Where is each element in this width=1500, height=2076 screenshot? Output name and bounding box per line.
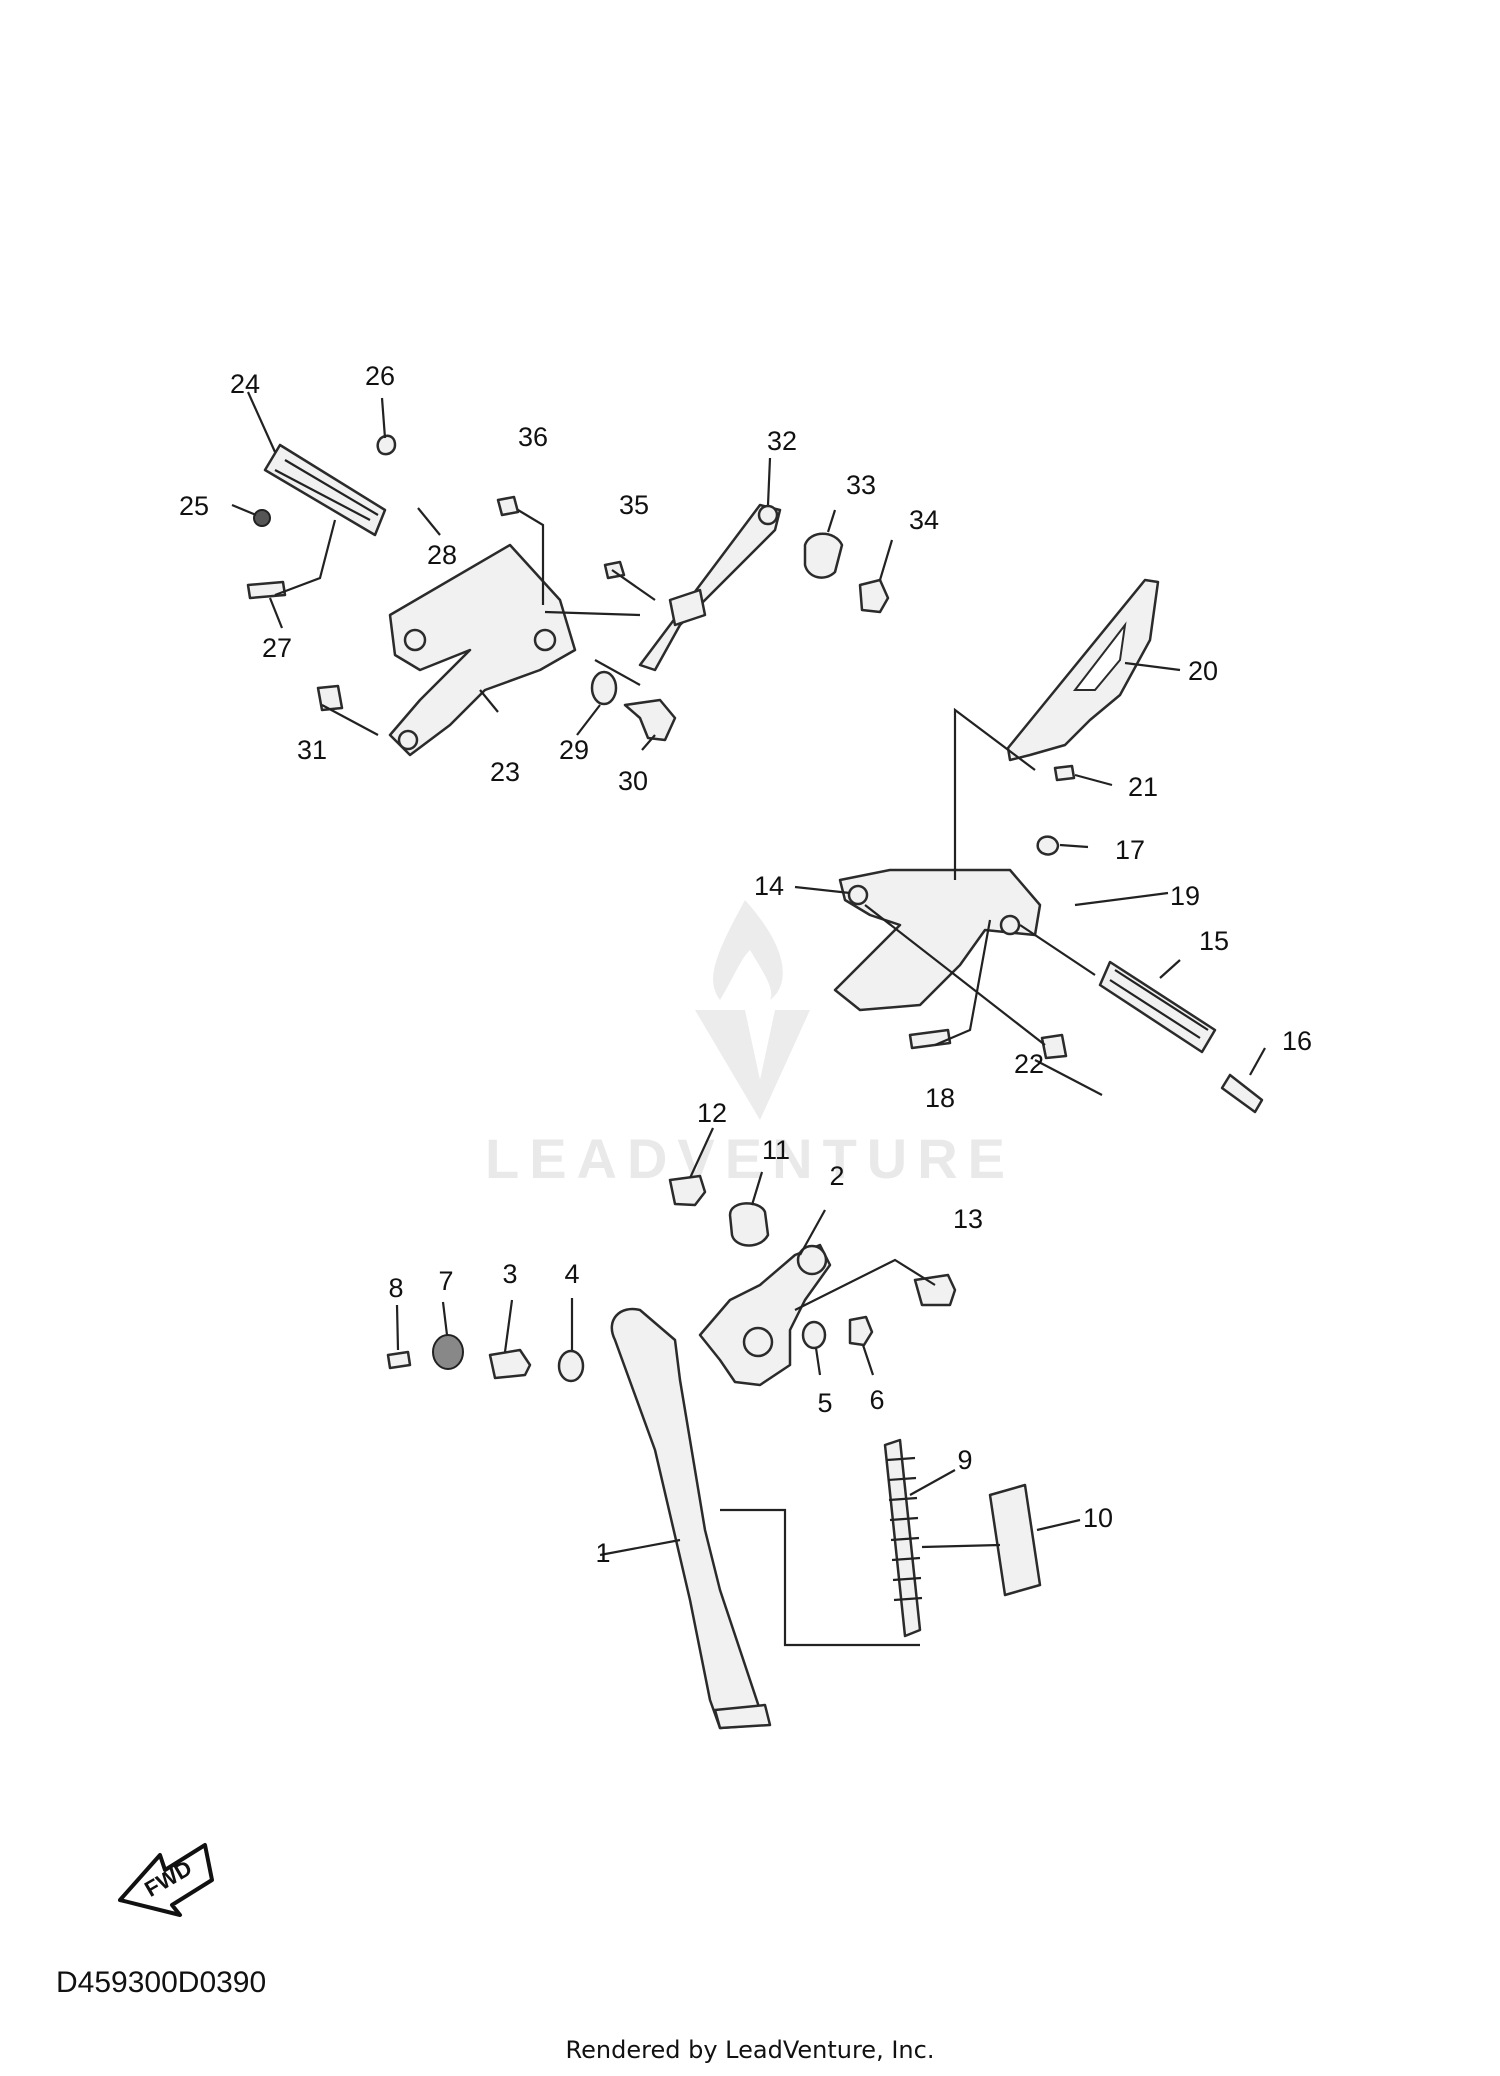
bolt-3 [488,1348,532,1380]
callout-36: 36 [518,422,548,452]
callout-2: 2 [829,1161,844,1191]
shift-rod-assembly [603,503,890,672]
footrest-bracket-14 [833,868,1042,1012]
callout-21: 21 [1128,772,1158,802]
callout-24: 24 [230,369,260,399]
bolt-21 [1053,764,1076,782]
callout-15: 15 [1199,926,1229,956]
sidestand-foot [713,1703,772,1730]
washer-4 [557,1349,585,1383]
bolt-36 [496,495,520,517]
bracket-hole [533,628,557,652]
callout-12: 12 [697,1098,727,1128]
link-block [668,588,707,627]
callout-1: 1 [595,1538,610,1568]
leader-lines [231,391,1266,1647]
washer-7 [432,1334,464,1370]
bolt-27 [246,580,287,600]
nut-34 [858,578,890,614]
bolt-12 [668,1174,707,1207]
callout-5: 5 [817,1388,832,1418]
right-footrest-assembly [833,578,1264,1114]
nut-6 [848,1315,874,1347]
callout-6: 6 [869,1385,884,1415]
bracket-hole [397,729,419,751]
callout-29: 29 [559,735,589,765]
collar-11 [728,1202,770,1247]
callout-9: 9 [957,1445,972,1475]
pivot-hole [796,1244,828,1276]
callout-28: 28 [427,540,457,570]
link-hole [757,504,779,526]
rubber-cap-25 [253,509,271,527]
footer-credit: Rendered by LeadVenture, Inc. [565,2036,935,2064]
fwd-arrow-icon [118,1843,214,1917]
bolt-30 [623,698,677,742]
callout-30: 30 [618,766,648,796]
cover-10 [988,1483,1042,1597]
callout-34: 34 [909,505,939,535]
callout-11: 11 [762,1135,790,1165]
bolt-16 [1220,1073,1264,1114]
bolt-8 [386,1350,412,1370]
callout-31: 31 [297,735,327,765]
link-arm-32 [638,503,782,672]
callout-19: 19 [1170,881,1200,911]
callout-10: 10 [1083,1503,1113,1533]
footrest-peg-24 [263,443,387,537]
watermark-text: LEADVENTURE [485,1127,1015,1190]
callout-7: 7 [438,1266,453,1296]
pivot-hole [742,1326,774,1358]
bolt-13 [913,1273,957,1307]
watermark: LEADVENTURE [485,900,1015,1190]
clip-26 [376,434,397,456]
callout-27: 27 [262,633,292,663]
bolt-31 [316,684,344,712]
callout-13: 13 [953,1204,983,1234]
diagram-code: D459300D0390 [56,1966,267,1999]
callout-20: 20 [1188,656,1218,686]
callout-32: 32 [767,426,797,456]
bracket-2 [698,1243,832,1387]
bracket-hole [847,884,869,906]
callout-18: 18 [925,1083,955,1113]
callout-4: 4 [564,1259,579,1289]
bolt-22 [1040,1033,1068,1060]
washer-5 [801,1320,827,1350]
callout-8: 8 [388,1273,403,1303]
callout-17: 17 [1115,835,1145,865]
spring-9 [883,1438,922,1638]
callout-22: 22 [1014,1049,1044,1079]
collar-33 [803,532,844,579]
footrest-bracket-23 [388,543,577,757]
sidestand-assembly [386,1174,1042,1730]
callout-35: 35 [619,490,649,520]
heel-guard-20 [1006,578,1160,762]
fwd-arrow: FWD [118,1843,214,1917]
bracket-hole [403,628,427,652]
bolt-18 [908,1028,952,1050]
callout-25: 25 [179,491,209,521]
clip-17 [1036,835,1060,856]
callout-33: 33 [846,470,876,500]
bracket-hole [999,914,1021,936]
callout-26: 26 [365,361,395,391]
callout-14: 14 [754,871,784,901]
footrest-peg-15 [1098,960,1217,1054]
callout-3: 3 [502,1259,517,1289]
washer-29 [590,670,618,706]
callout-23: 23 [490,757,520,787]
callout-16: 16 [1282,1026,1312,1056]
callout-numbers: 1 2 3 4 5 6 7 8 9 10 11 12 13 14 15 16 1… [179,361,1312,1568]
left-footrest-assembly [246,434,677,757]
